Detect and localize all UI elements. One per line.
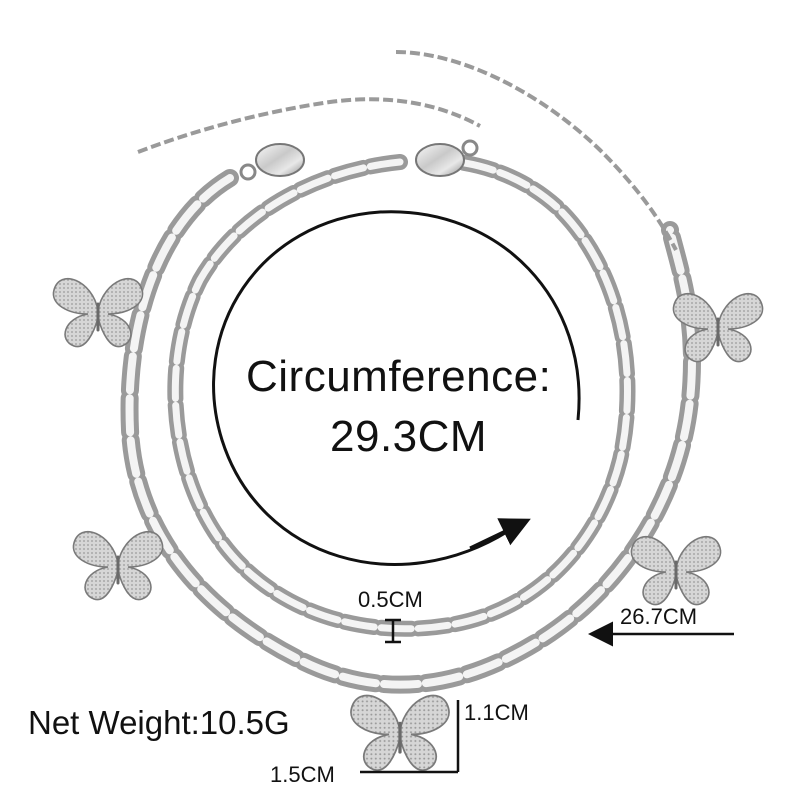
butterfly-charm-icon — [51, 277, 145, 349]
inner-length-label: 26.7CM — [620, 604, 698, 629]
butterfly-charm-icon — [349, 693, 451, 772]
net-weight-label: Net Weight:10.5G — [28, 704, 290, 741]
arrow-icon — [469, 518, 531, 550]
lobster-clasp-icon — [239, 143, 305, 181]
butterfly-charm-icon — [71, 530, 165, 602]
inner-chain — [167, 152, 636, 637]
extender-chain-left — [137, 97, 481, 154]
circumference-value: 29.3CM — [330, 412, 488, 461]
outer-chain — [120, 169, 701, 694]
lobster-clasp-icon — [415, 139, 479, 177]
circumference-arc — [212, 210, 581, 566]
chain-width-label: 0.5CM — [358, 587, 423, 612]
charm-height-label: 1.1CM — [464, 700, 529, 725]
butterfly-charm-icon — [629, 535, 723, 607]
extender-chain-right — [395, 50, 678, 251]
charm-width-label: 1.5CM — [270, 762, 335, 787]
chain-width-dimension — [385, 618, 401, 644]
circumference-title: Circumference: — [246, 352, 552, 401]
charm-dimension-lines — [360, 700, 460, 774]
